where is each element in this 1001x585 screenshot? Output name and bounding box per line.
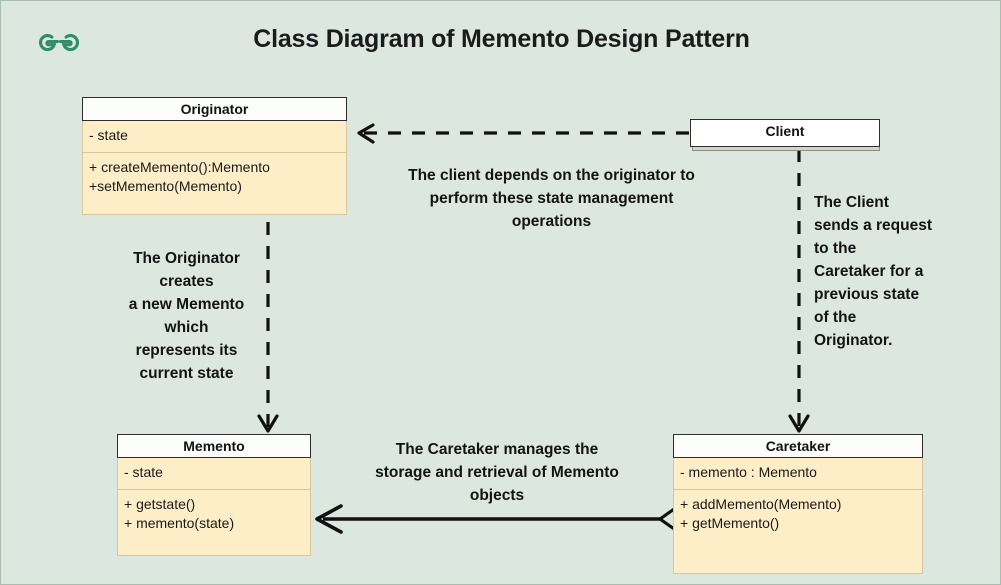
class-attributes-originator: - state	[82, 121, 347, 153]
arrowhead-memento-aggregation	[315, 504, 343, 534]
arrowhead-originator	[357, 123, 375, 144]
arrowhead-caretaker	[788, 414, 810, 433]
arrowhead-memento	[257, 414, 279, 433]
note-caretaker-manages: The Caretaker manages the storage and re…	[375, 441, 619, 504]
page-title: Class Diagram of Memento Design Pattern	[253, 25, 750, 53]
class-name-client: Client	[765, 123, 805, 139]
class-methods-memento: + getstate() + memento(state)	[117, 490, 311, 556]
note-client-request: The Client sends a request to the Careta…	[814, 194, 933, 349]
class-name-memento: Memento	[117, 434, 311, 458]
class-name-caretaker: Caretaker	[673, 434, 923, 458]
class-box-originator[interactable]: Originator - state + createMemento():Mem…	[82, 97, 347, 215]
class-box-memento[interactable]: Memento - state + getstate() + memento(s…	[117, 434, 311, 556]
geeksforgeeks-logo	[39, 34, 79, 52]
note-originator-creates: The Originator creates a new Memento whi…	[128, 250, 245, 382]
class-methods-caretaker: + addMemento(Memento) + getMemento()	[673, 490, 923, 574]
class-attributes-memento: - state	[117, 458, 311, 490]
class-name-originator: Originator	[82, 97, 347, 121]
class-box-caretaker[interactable]: Caretaker - memento : Memento + addMemen…	[673, 434, 923, 574]
note-client-depends: The client depends on the originator to …	[408, 167, 695, 230]
class-box-client[interactable]: Client	[690, 119, 880, 147]
class-methods-originator: + createMemento():Memento +setMemento(Me…	[82, 153, 347, 215]
class-attributes-caretaker: - memento : Memento	[673, 458, 923, 490]
